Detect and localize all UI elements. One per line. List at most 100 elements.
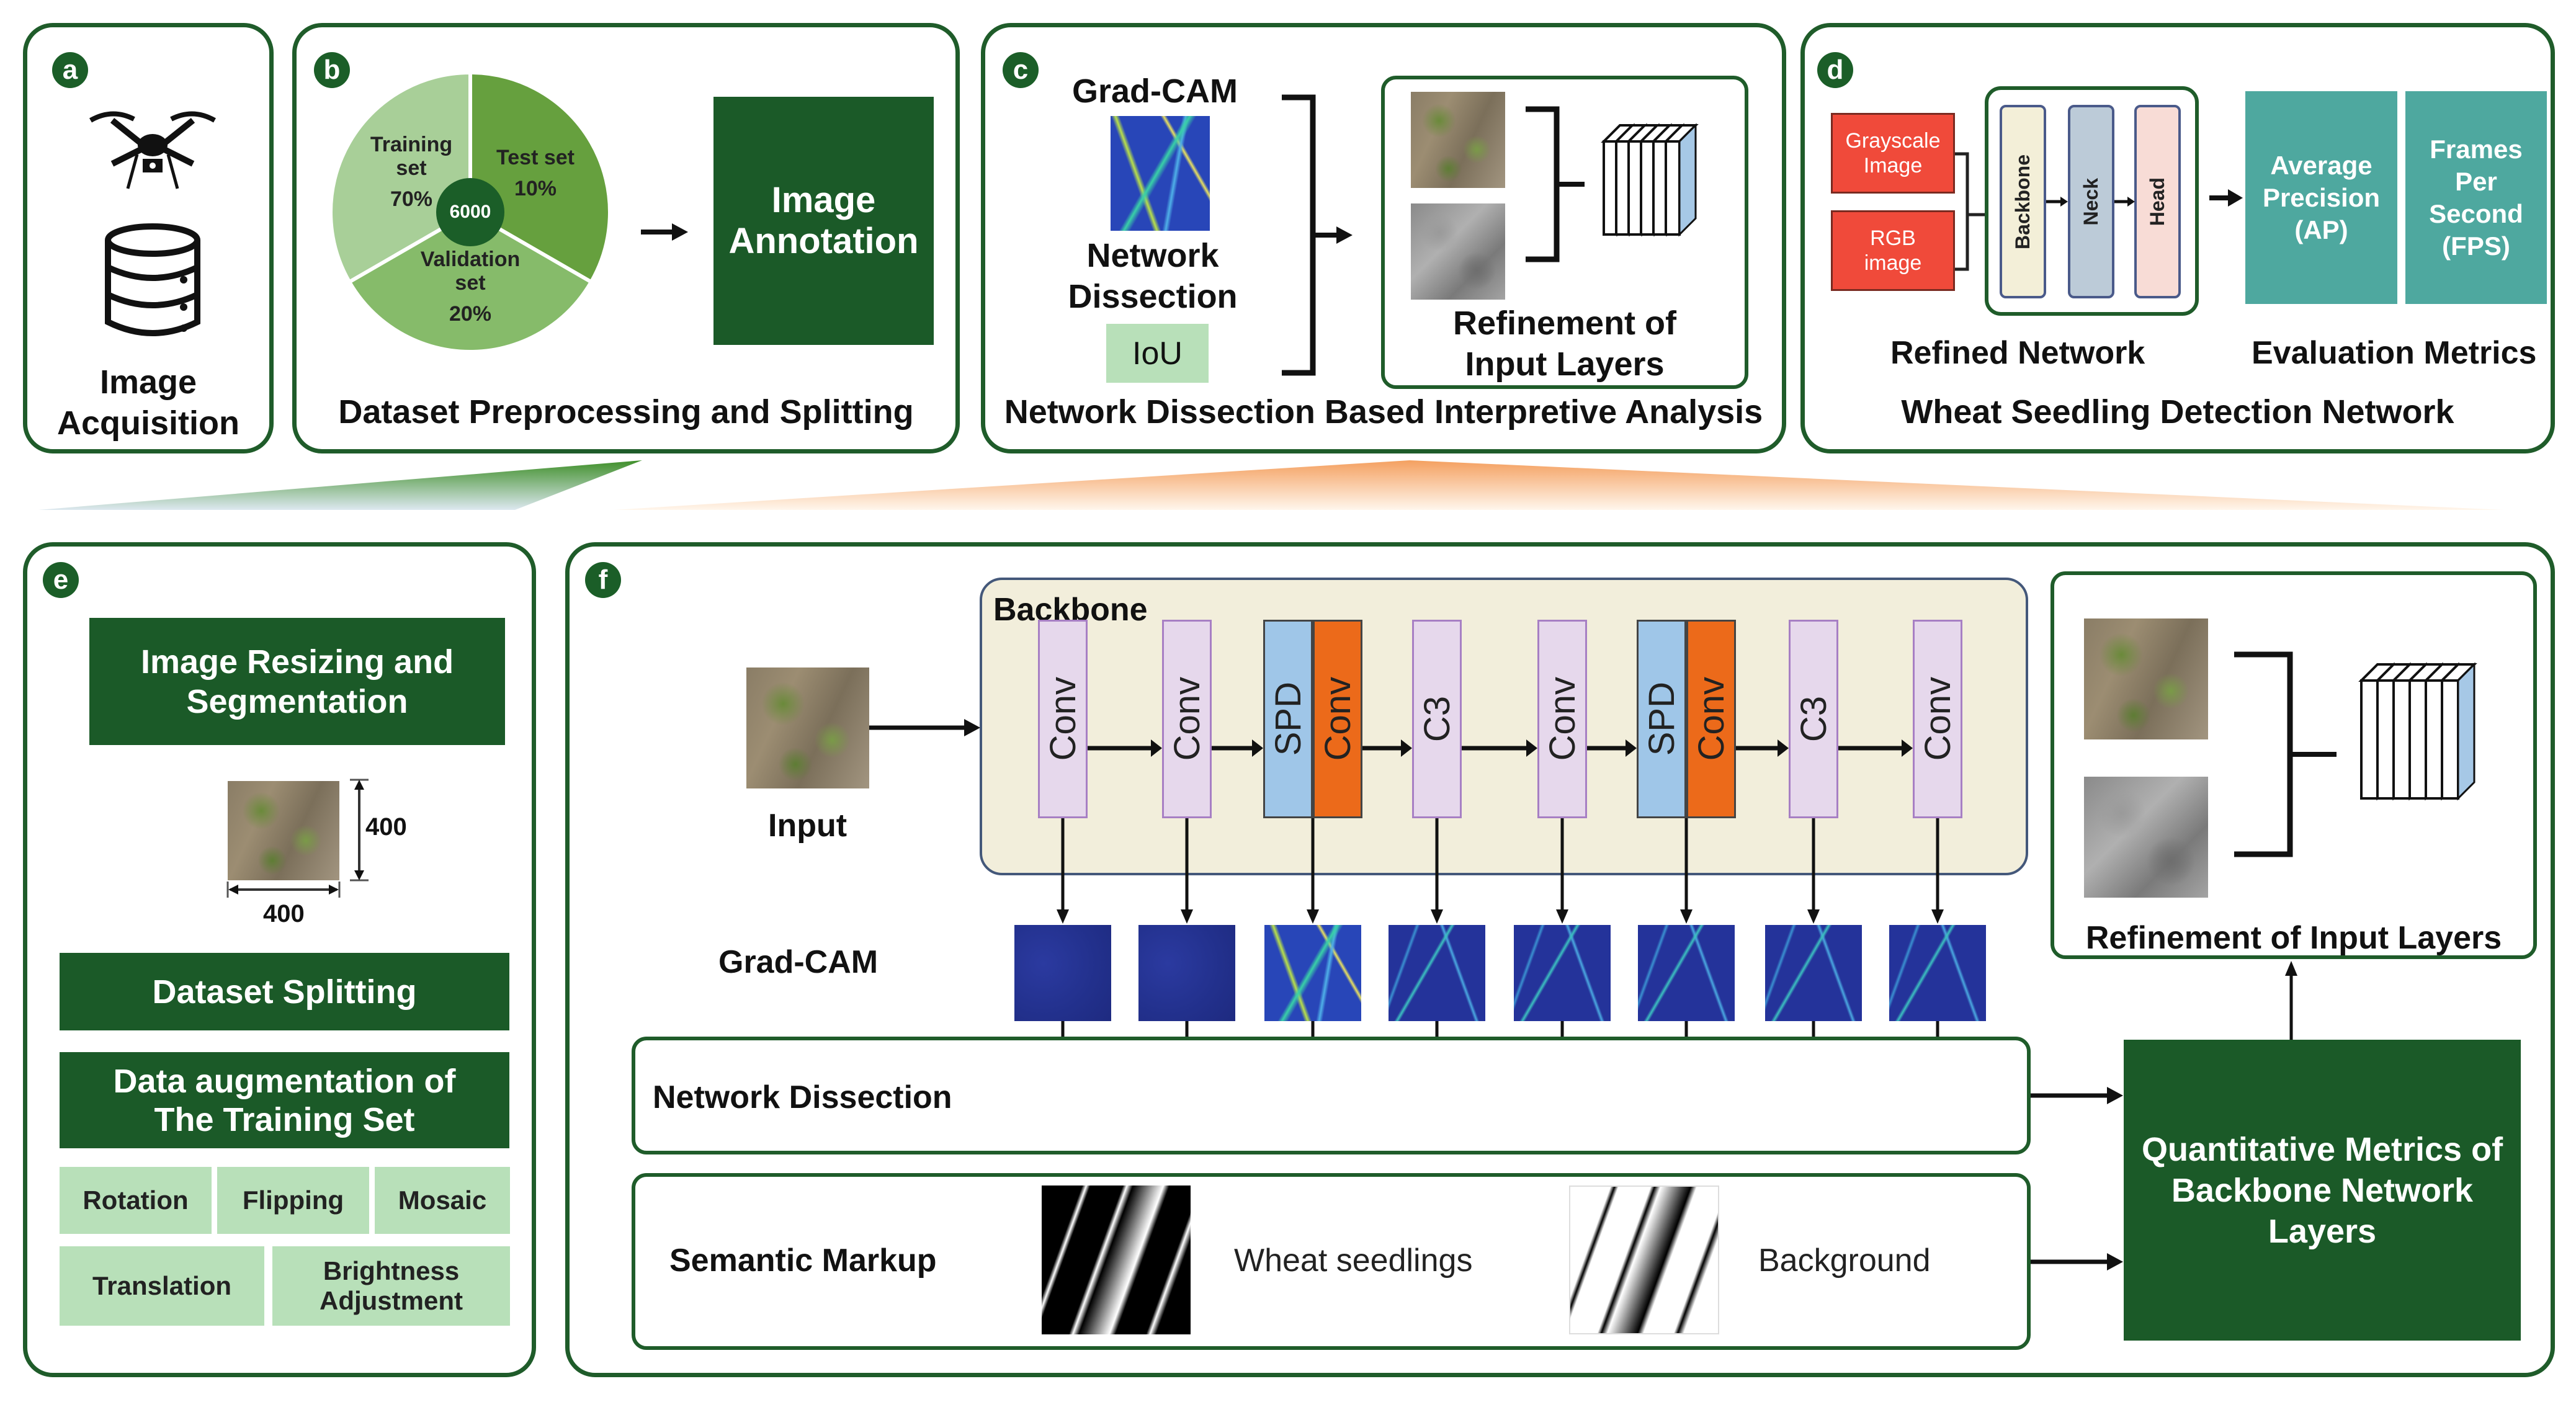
panel-badge: f [585, 562, 621, 598]
pie-label-test: Test set 10% [496, 146, 575, 200]
iou-box: IoU [1106, 324, 1209, 383]
connector-b-to-e [38, 460, 642, 510]
stage-neck: Neck [2068, 105, 2114, 298]
panel-wheat-seedling-detection: d Grayscale Image RGB image Backbone Nec… [1800, 23, 2555, 453]
layer-spd: SPD [1637, 620, 1686, 818]
pie-slice [347, 210, 594, 354]
panel-badge: b [314, 52, 350, 88]
bracket-arrow [1282, 94, 1353, 376]
arrowhead [1181, 909, 1193, 924]
stage-arrows [2046, 197, 2135, 207]
resized-image-thumb [228, 781, 339, 880]
arrowhead [1931, 909, 1944, 924]
semantic-markup-row: Semantic Markup Wheat seedlings Backgrou… [632, 1173, 2031, 1350]
arrowhead [1626, 739, 1637, 757]
arrowhead [1057, 909, 1069, 924]
panel-b-title: Dataset Preprocessing and Splitting [338, 393, 914, 431]
feature-stack-icon [1601, 123, 1699, 237]
dataset-split-pie [329, 70, 612, 354]
image-resizing-box: Image Resizing and Segmentation [89, 618, 505, 745]
background-mask-image [1569, 1185, 1719, 1334]
panel-d-title: Wheat Seedling Detection Network [1901, 393, 2454, 431]
arrowhead [1307, 909, 1319, 924]
panel-backbone-analysis: f Input Backbone ConvIoUConvIoUSPDConvIo… [565, 542, 2555, 1377]
bracket [1526, 106, 1585, 262]
arrowhead [1680, 909, 1693, 924]
panel-badge: a [52, 52, 88, 88]
panel-badge: c [1003, 52, 1039, 88]
metric-fps: Frames Per Second (FPS) [2405, 91, 2547, 304]
semantic-markup-label: Semantic Markup [669, 1243, 937, 1279]
drone-icon [89, 111, 216, 189]
network-dissection-label: Network Dissection [1068, 237, 1238, 315]
panel-preprocessing-steps: e Image Resizing and Segmentation 400 40… [23, 542, 536, 1377]
aug-mosaic: Mosaic [375, 1167, 510, 1234]
layer-conv: Conv [1038, 620, 1088, 818]
gradcam-tile [1638, 925, 1735, 1021]
gradcam-row-label: Grad-CAM [718, 944, 879, 980]
refined-network-box: Backbone Neck Head [1985, 86, 2199, 316]
aug-brightness: Brightness Adjustment [272, 1246, 510, 1326]
arrowhead [2285, 961, 2297, 976]
stack-layer [1663, 123, 1699, 237]
layer-conv: Conv [1162, 620, 1212, 818]
database-icon [105, 223, 200, 336]
stack-layer [2439, 662, 2477, 801]
refinement-label: Refinement of Input Layers [2085, 920, 2502, 956]
quantitative-metrics-box: Quantitative Metrics of Backbone Network… [2124, 1040, 2521, 1341]
grayscale-image-thumb [2084, 777, 2208, 898]
arrow-icon [2209, 189, 2243, 207]
layer-spd: SPD [1263, 620, 1313, 818]
layer-conv: Conv [1913, 620, 1962, 818]
data-augmentation-box: Data augmentation of The Training Set [60, 1052, 509, 1148]
panel-c-title: Network Dissection Based Interpretive An… [1004, 393, 1763, 431]
arrowhead [1807, 909, 1820, 924]
refined-network-label: Refined Network [1890, 335, 2145, 371]
rgb-image-thumb [1411, 92, 1505, 188]
grayscale-image-thumb [1411, 203, 1505, 300]
gradcam-tile [1014, 925, 1111, 1021]
gradcam-label: Grad-CAM [1072, 73, 1238, 110]
gradcam-tile [1514, 925, 1611, 1021]
gradcam-tile [1389, 925, 1485, 1021]
panel-a-title: Image Acquisition [57, 364, 239, 442]
input-image-thumb [746, 668, 869, 788]
layer-conv: Conv [1686, 620, 1736, 818]
backbone-container: Backbone [980, 578, 2028, 875]
stage-backbone: Backbone [2000, 105, 2046, 298]
wheat-mask-image [1042, 1185, 1191, 1334]
arrowhead [1252, 739, 1263, 757]
arrowhead [1431, 909, 1443, 924]
grayscale-input-box: Grayscale Image [1831, 113, 1955, 194]
aug-rotation: Rotation [60, 1167, 212, 1234]
arrowhead [1401, 739, 1412, 757]
pie-label-training: Training set 70% [370, 133, 453, 211]
arrowhead [2107, 1087, 2123, 1104]
arrowhead [1151, 739, 1162, 757]
panel-dataset-preprocessing: b Training set 70% Test set 10% Validati… [292, 23, 960, 453]
arrowhead [2107, 1253, 2123, 1270]
layer-conv: Conv [1537, 620, 1587, 818]
pie-label-validation: Validation set 20% [420, 248, 521, 326]
gradcam-heatmap [1111, 116, 1210, 231]
refinement-box: Refinement of Input Layers [2051, 571, 2537, 959]
pie-slice [329, 70, 472, 285]
network-dissection-row: Network Dissection [632, 1037, 2031, 1154]
stage-head: Head [2134, 105, 2181, 298]
gradcam-tile [1264, 925, 1361, 1021]
image-annotation-box: Image Annotation [713, 97, 934, 345]
evaluation-metrics-label: Evaluation Metrics [2252, 335, 2537, 371]
bracket [2234, 651, 2337, 857]
aug-translation: Translation [60, 1246, 264, 1326]
aug-flipping: Flipping [217, 1167, 369, 1234]
rgb-image-thumb [2084, 618, 2208, 739]
pie-slice [468, 70, 612, 285]
background-label: Background [1758, 1243, 1931, 1279]
arrowhead [1902, 739, 1913, 757]
dimension-arrows [226, 779, 369, 898]
layer-conv: Conv [1313, 620, 1362, 818]
connector-c-to-f [614, 460, 2503, 510]
network-dissection-label: Network Dissection [653, 1079, 952, 1115]
gradcam-tile [1889, 925, 1986, 1021]
arrow-icon [641, 223, 688, 241]
